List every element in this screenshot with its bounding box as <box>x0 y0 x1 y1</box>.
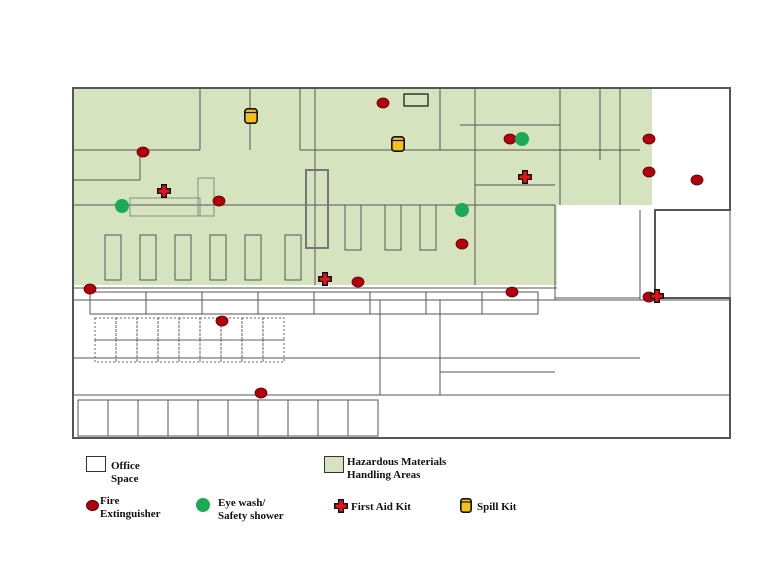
office-cubicle <box>115 317 138 341</box>
fire-extinguisher-icon <box>503 133 517 145</box>
fire-extinguisher-icon <box>86 500 99 511</box>
lab-bench <box>104 234 122 281</box>
legend-office-swatch <box>86 456 106 472</box>
spill-kit-icon <box>244 108 258 124</box>
office-room <box>369 291 427 315</box>
office-cubicle <box>262 339 285 363</box>
spill-kit-icon <box>391 136 405 152</box>
office-room <box>77 399 109 437</box>
lab-bench <box>284 234 302 281</box>
first-aid-kit-cross <box>319 273 331 285</box>
fire-extinguisher-icon <box>690 174 704 186</box>
office-cubicle <box>178 317 201 341</box>
office-cubicle <box>157 339 180 363</box>
office-cubicle <box>241 317 264 341</box>
office-room <box>347 399 379 437</box>
eye-wash-icon <box>196 498 210 512</box>
office-cubicle <box>178 339 201 363</box>
safety-markers <box>83 97 704 399</box>
fire-extinguisher-icon <box>215 315 229 327</box>
fire-extinguisher-icon <box>212 195 226 207</box>
lab-bench <box>344 204 362 251</box>
office-room <box>227 399 259 437</box>
lab-bench <box>139 234 157 281</box>
fire-extinguisher-icon <box>351 276 365 288</box>
spill-kit-drum <box>244 108 258 124</box>
office-cubicle <box>199 317 222 341</box>
office-cubicle <box>115 339 138 363</box>
lab-bench <box>209 234 227 281</box>
fire-extinguisher-icon <box>136 146 150 158</box>
legend-hazard-swatch <box>324 456 344 473</box>
office-cubicle <box>94 339 117 363</box>
office-cubicle <box>136 339 159 363</box>
office-room <box>257 399 289 437</box>
legend-fire-line1: Fire <box>100 495 120 507</box>
office-cubicle <box>220 339 243 363</box>
fire-extinguisher-icon <box>83 283 97 295</box>
office-room <box>425 291 483 315</box>
legend-hazard-line2: Handling Areas <box>347 469 421 481</box>
lab-bench <box>419 204 437 251</box>
office-room <box>167 399 199 437</box>
fire-extinguisher-icon <box>376 97 390 109</box>
eye-wash-icon <box>515 132 529 146</box>
first-aid-kit-icon <box>157 184 171 198</box>
office-cubicle <box>241 339 264 363</box>
office-room <box>137 399 169 437</box>
lab-bench <box>384 204 402 251</box>
legend-spill-kit-label: Spill Kit <box>477 501 517 513</box>
first-aid-kit-icon <box>518 170 532 184</box>
legend-eyewash-label: Eye wash/Safety shower <box>218 497 284 523</box>
hazard-area <box>73 88 652 285</box>
fire-extinguisher-icon <box>642 133 656 145</box>
first-aid-kit-cross <box>519 171 531 183</box>
eye-wash-icon <box>115 199 129 213</box>
first-aid-kit-icon <box>334 499 348 513</box>
office-room <box>313 291 371 315</box>
legend-eyewash-line1: Eye wash/ <box>218 497 266 509</box>
spill-kit-drum <box>391 136 405 152</box>
eye-wash-icon <box>455 203 469 217</box>
fire-extinguisher-icon <box>505 286 519 298</box>
office-room <box>197 399 229 437</box>
office-cubicle <box>262 317 285 341</box>
legend-hazard-line1: Hazardous Materials <box>347 456 447 468</box>
legend-eyewash-line2: Safety shower <box>218 510 284 522</box>
fire-extinguisher-icon <box>642 166 656 178</box>
first-aid-kit-icon <box>650 289 664 303</box>
office-cubicle <box>220 317 243 341</box>
office-room <box>287 399 319 437</box>
office-room <box>145 291 203 315</box>
legend-fire-line2: Extinguisher <box>100 508 161 520</box>
office-cubicle <box>136 317 159 341</box>
first-aid-kit-icon <box>318 272 332 286</box>
office-cubicle <box>94 317 117 341</box>
bench <box>197 177 215 217</box>
lab-bench <box>174 234 192 281</box>
legend-first-aid-label: First Aid Kit <box>351 501 411 513</box>
office-cubicle <box>157 317 180 341</box>
office-room <box>257 291 315 315</box>
office-room <box>107 399 139 437</box>
office-room <box>201 291 259 315</box>
spill-kit-icon <box>460 498 472 513</box>
center-bench <box>305 169 329 249</box>
first-aid-kit-cross <box>651 290 663 302</box>
lab-bench <box>244 234 262 281</box>
fire-extinguisher-icon <box>455 238 469 250</box>
office-cubicle <box>199 339 222 363</box>
fume-hood <box>403 93 429 107</box>
first-aid-kit-cross <box>158 185 170 197</box>
legend-office-line2: Space <box>111 473 139 485</box>
office-room <box>89 291 147 315</box>
office-room <box>317 399 349 437</box>
fire-extinguisher-icon <box>254 387 268 399</box>
legend-office-line1: Office <box>111 460 140 472</box>
